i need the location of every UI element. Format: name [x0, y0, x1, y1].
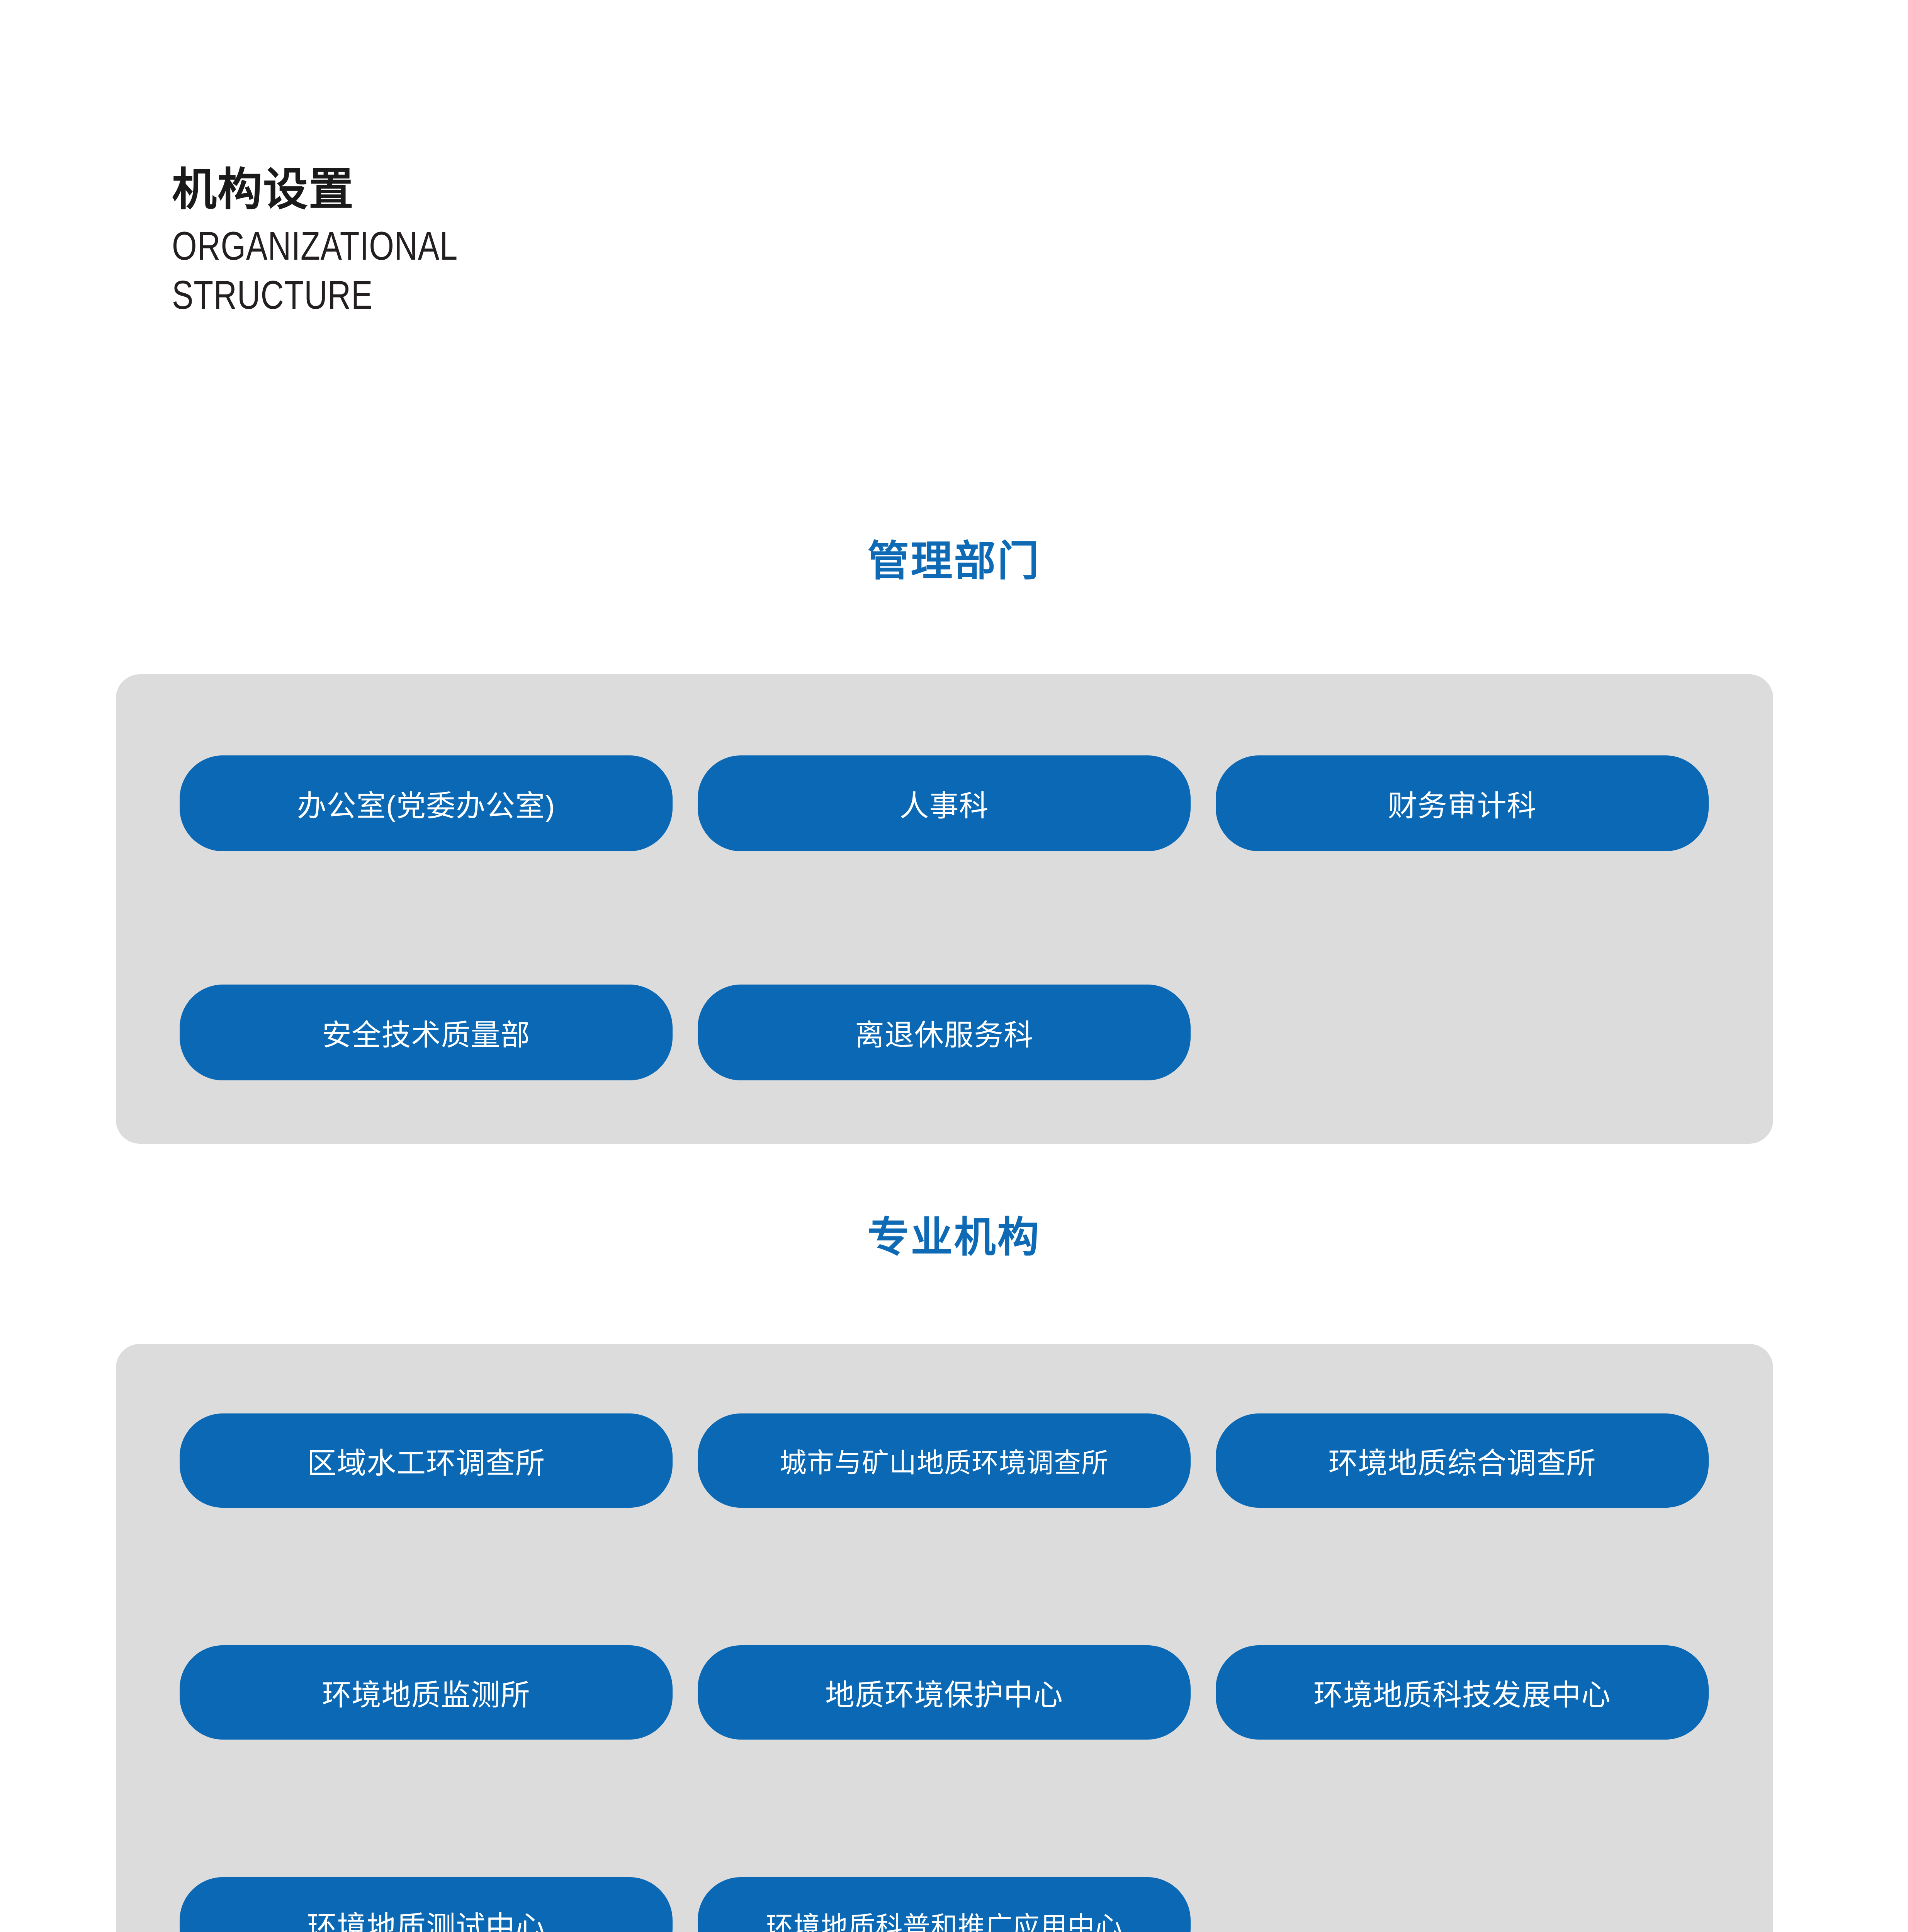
- page-title-english-line2: STRUCTURE: [172, 272, 373, 318]
- department-pill[interactable]: 财务审计科: [1216, 755, 1709, 851]
- institution-pill[interactable]: 城市与矿山地质环境调查所: [698, 1413, 1191, 1508]
- pill-row: 环境地质测试中心 环境地质科普和推广应用中心: [180, 1877, 1191, 1932]
- institution-pill[interactable]: 环境地质测试中心: [180, 1877, 673, 1932]
- department-pill[interactable]: 人事科: [698, 755, 1191, 851]
- institution-pill[interactable]: 区域水工环调查所: [180, 1413, 673, 1508]
- institution-pill[interactable]: 环境地质监测所: [180, 1645, 673, 1740]
- pill-row: 区域水工环调查所 城市与矿山地质环境调查所 环境地质综合调查所: [180, 1413, 1709, 1508]
- section-heading-management: 管理部门: [867, 537, 1041, 584]
- pill-row: 安全技术质量部 离退休服务科: [180, 985, 1191, 1080]
- panel-professional-institutions: 区域水工环调查所 城市与矿山地质环境调查所 环境地质综合调查所 环境地质监测所 …: [116, 1344, 1773, 1932]
- institution-pill[interactable]: 环境地质科普和推广应用中心: [698, 1877, 1191, 1932]
- institution-pill[interactable]: 环境地质科技发展中心: [1216, 1645, 1709, 1740]
- section-heading-professional: 专业机构: [867, 1214, 1041, 1260]
- page-title-english-line1: ORGANIZATIONAL: [172, 224, 458, 269]
- department-pill[interactable]: 安全技术质量部: [180, 985, 673, 1080]
- institution-pill[interactable]: 环境地质综合调查所: [1216, 1413, 1709, 1508]
- pill-row: 办公室(党委办公室) 人事科 财务审计科: [180, 755, 1709, 851]
- department-pill[interactable]: 离退休服务科: [698, 985, 1191, 1080]
- institution-pill[interactable]: 地质环境保护中心: [698, 1645, 1191, 1740]
- pill-row: 环境地质监测所 地质环境保护中心 环境地质科技发展中心: [180, 1645, 1709, 1740]
- page-title-chinese: 机构设置: [172, 164, 354, 214]
- page-title-block: 机构设置 ORGANIZATIONAL STRUCTURE: [172, 167, 1022, 320]
- department-pill[interactable]: 办公室(党委办公室): [180, 755, 673, 851]
- panel-management-departments: 办公室(党委办公室) 人事科 财务审计科 安全技术质量部 离退休服务科: [116, 674, 1773, 1144]
